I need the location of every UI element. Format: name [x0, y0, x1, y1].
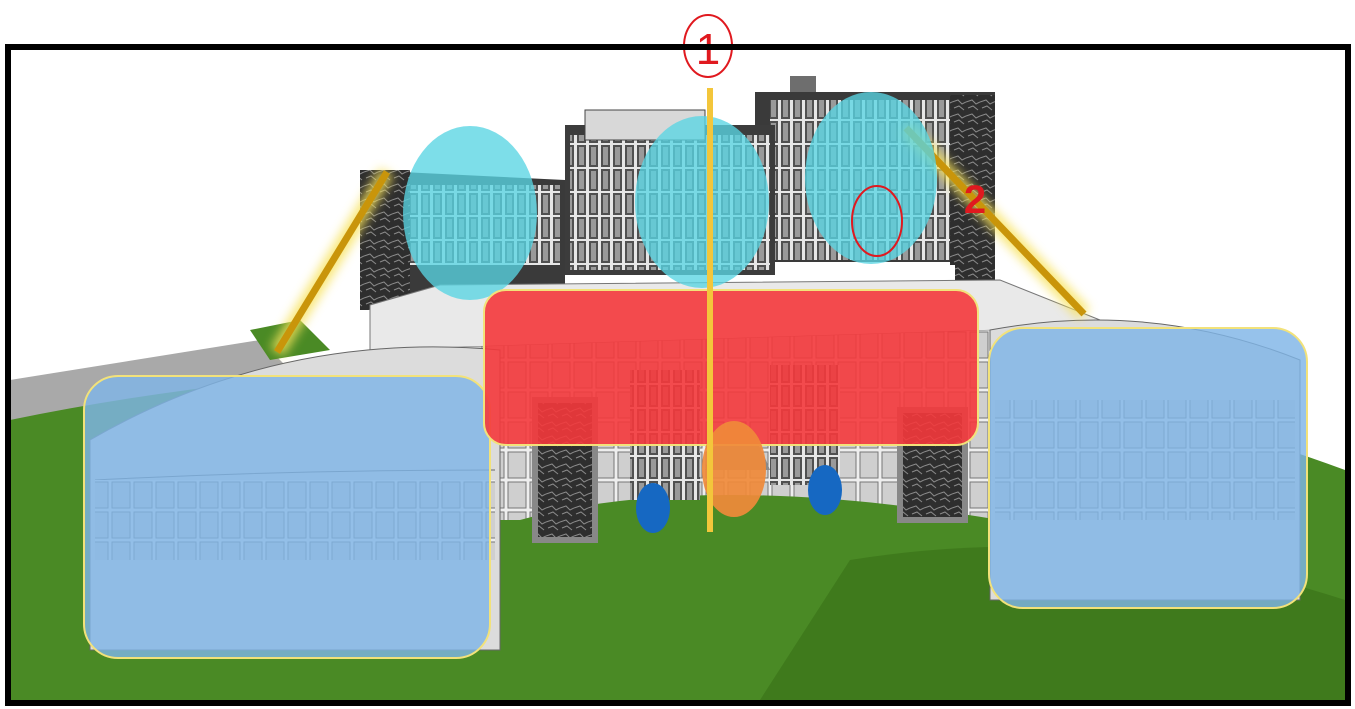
dot-right [808, 465, 842, 515]
circle-right [805, 92, 937, 264]
overlay-left-wing [84, 376, 490, 658]
circle-left [403, 126, 537, 300]
overlay-right-wing [989, 328, 1307, 608]
circle-center [635, 116, 769, 288]
dot-left [636, 483, 670, 533]
marker-2-label: 2 [964, 178, 986, 222]
